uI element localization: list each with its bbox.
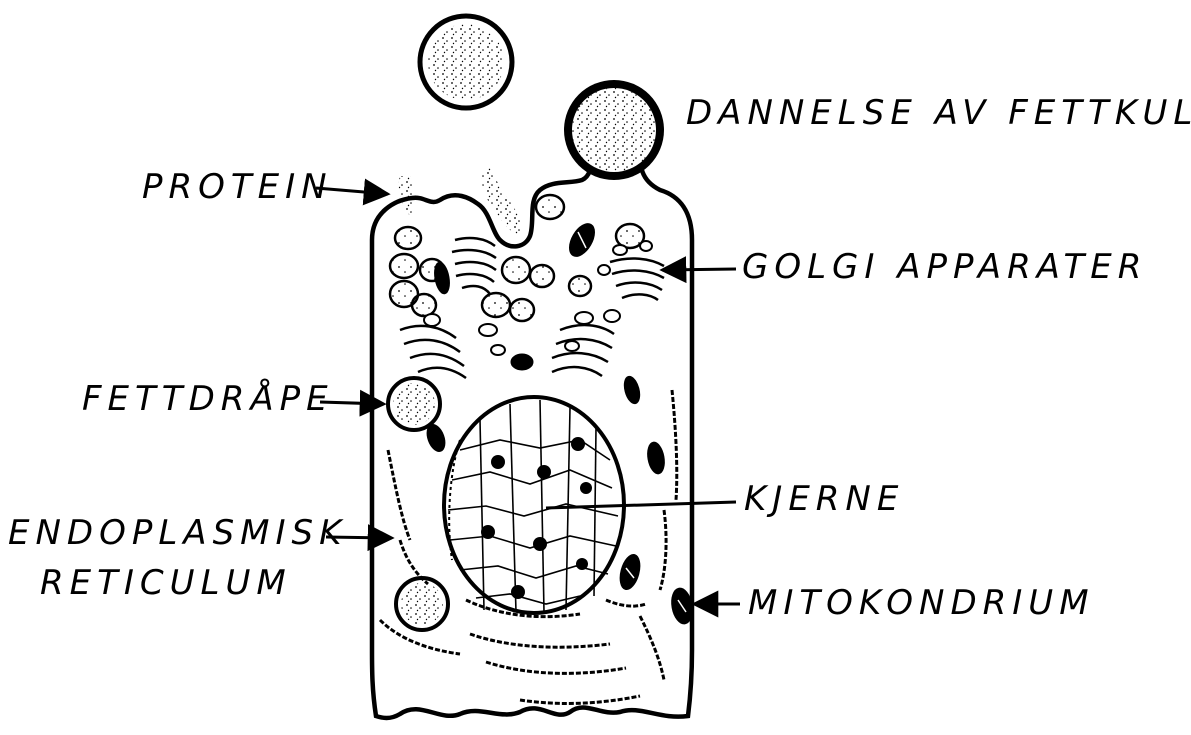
- label-er-line2: RETICULUM: [40, 566, 292, 600]
- label-fat-globule-formation: DANNELSE AV FETTKULE: [686, 96, 1191, 130]
- label-nucleus: KJERNE: [744, 482, 904, 516]
- label-fat-droplet: FETTDRÅPE: [82, 382, 334, 416]
- golgi-pointer: [662, 269, 736, 270]
- free-fat-globule: [420, 16, 512, 108]
- label-mitochondrion: MITOKONDRIUM: [748, 586, 1095, 620]
- label-er-line1: ENDOPLASMISK: [8, 516, 347, 550]
- forming-fat-globule: [564, 80, 664, 180]
- label-protein: PROTEIN: [142, 170, 333, 204]
- label-golgi: GOLGI APPARATER: [742, 250, 1147, 284]
